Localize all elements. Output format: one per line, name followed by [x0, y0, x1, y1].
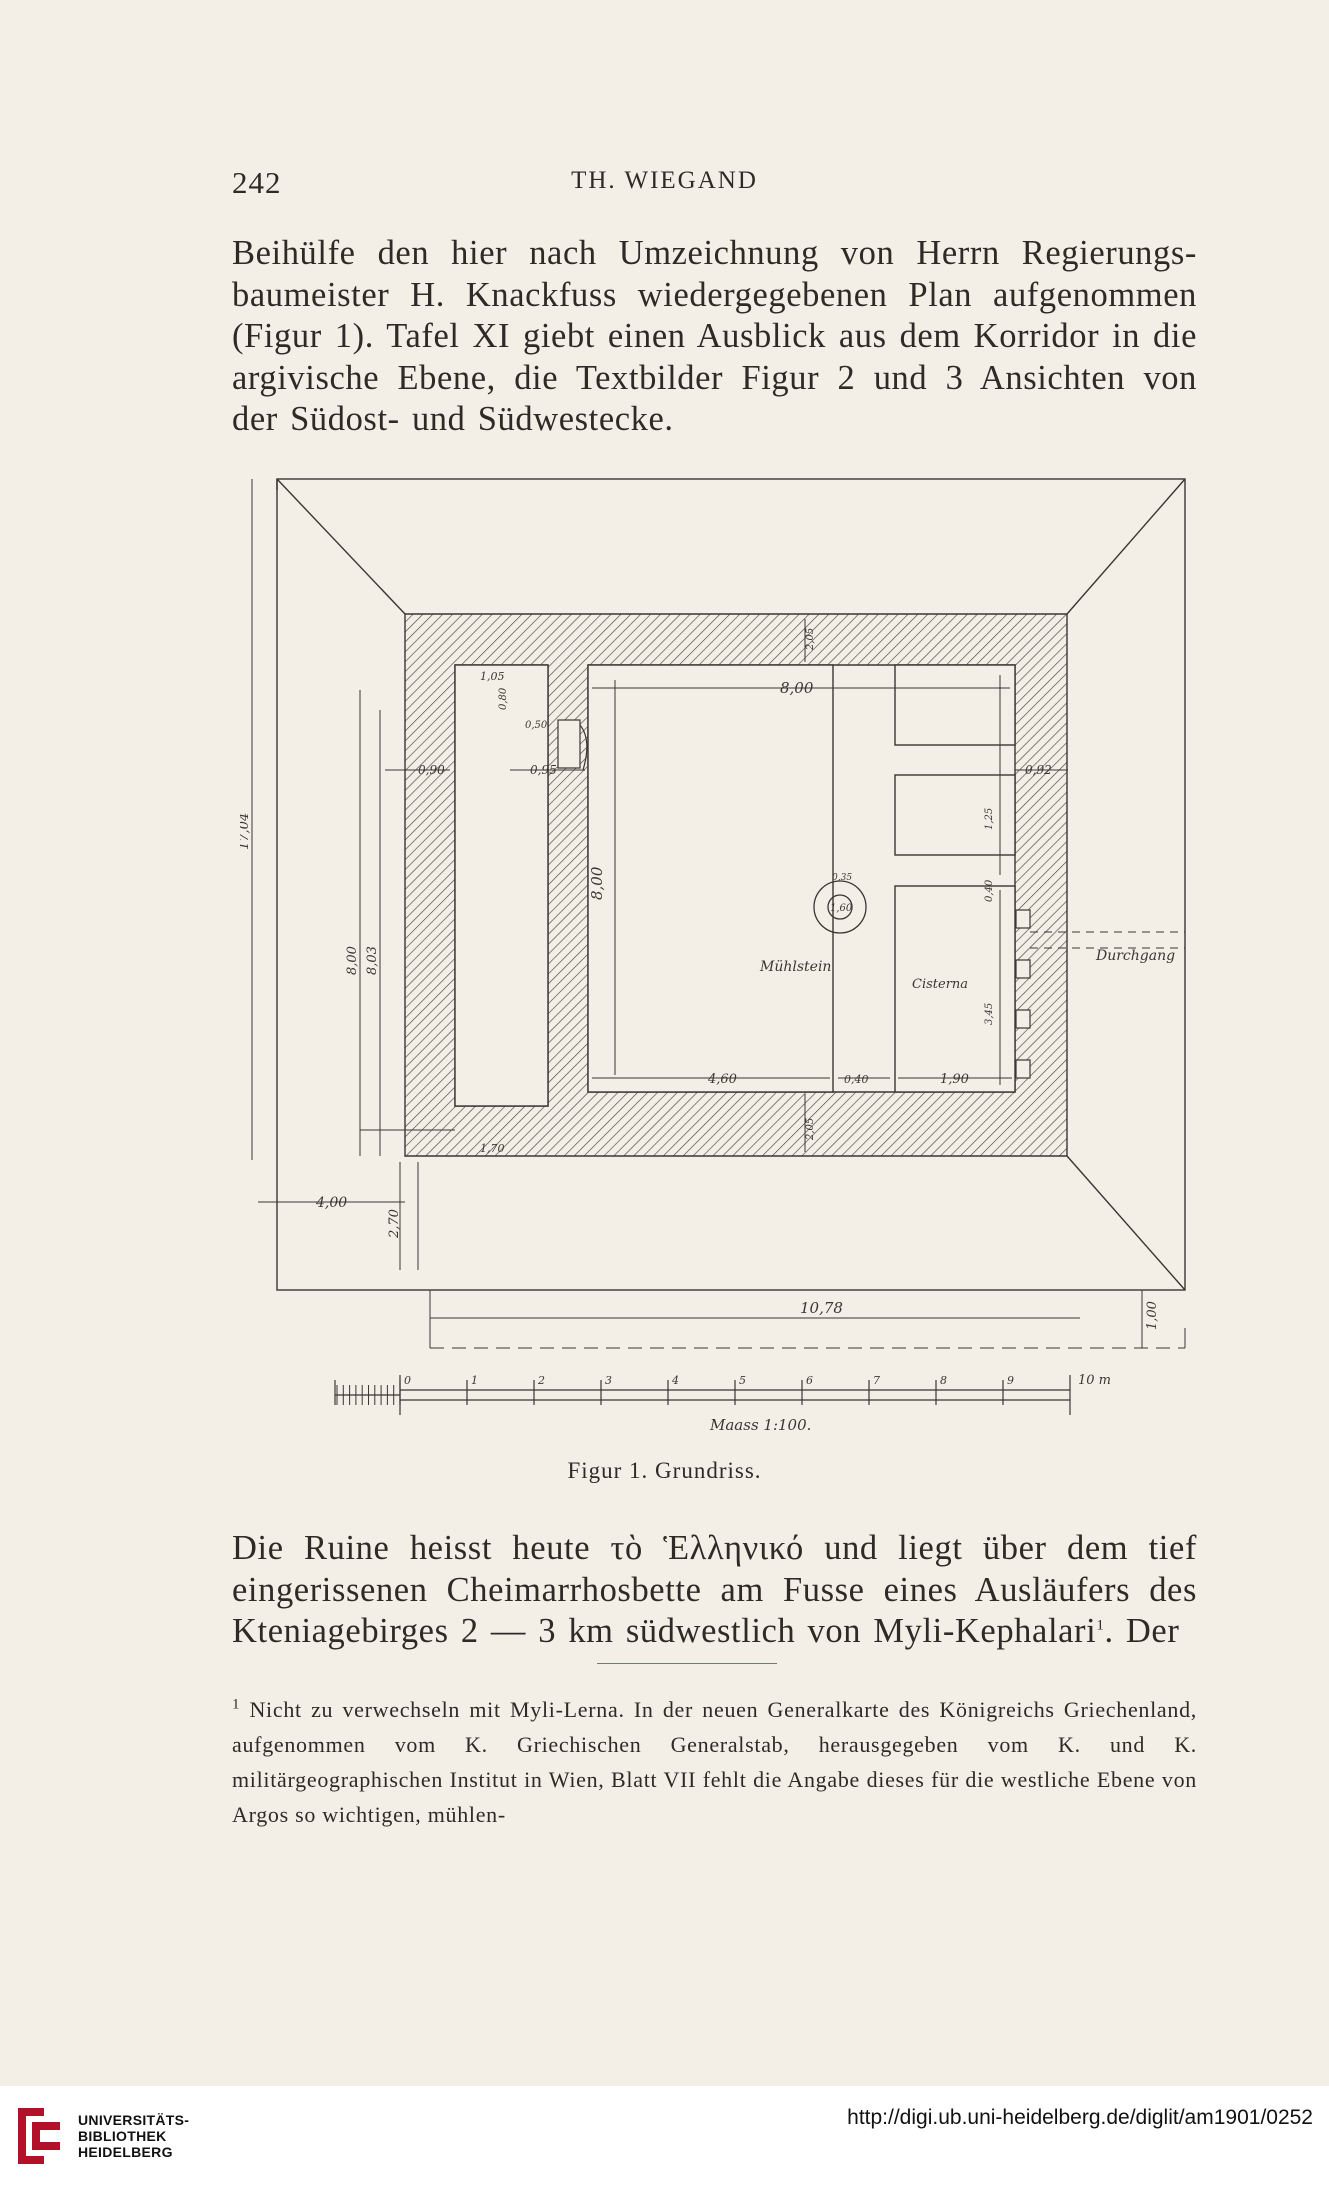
- dim-label: 1,25: [984, 808, 995, 830]
- main-room: [587, 664, 834, 1093]
- millstone-inner: [827, 894, 853, 920]
- scale-tick-label: 7: [873, 1374, 880, 1387]
- scale-tick-label: 8: [940, 1374, 947, 1387]
- source-url-link[interactable]: http://digi.ub.uni-heidelberg.de/diglit/…: [847, 2106, 1313, 2129]
- scale-tick-label: 1: [471, 1374, 478, 1387]
- dim-label: 8,03: [365, 946, 380, 975]
- dim-label: 1,90: [940, 1072, 969, 1087]
- diagonal-nw: [276, 478, 406, 615]
- scale-tick-label: 6: [806, 1374, 813, 1387]
- scale-tick-label: 0: [404, 1374, 411, 1387]
- dim-label: 0,40: [844, 1073, 869, 1086]
- library-logo-icon: [18, 2108, 60, 2164]
- dim-label: 2,05: [805, 1118, 816, 1141]
- dim-label: 1,05: [480, 670, 505, 683]
- running-title: TH. WIEGAND: [571, 167, 758, 194]
- paragraph: Die Ruine heisst heute τὸ Ἑλληνικό und l…: [232, 1528, 1197, 1653]
- scale-tick-label: 2: [537, 1374, 545, 1387]
- footnote-divider: [597, 1663, 777, 1664]
- page-header: 242 TH. WIEGAND: [0, 165, 1329, 205]
- figure-caption: Figur 1. Grundriss.: [567, 1458, 762, 1483]
- dim-label: 4,60: [707, 1072, 737, 1087]
- scale-tick-label: 4: [671, 1374, 679, 1387]
- dim-label: 1,70: [480, 1142, 505, 1155]
- diagonal-ne: [1066, 478, 1186, 615]
- dim-label: 0,40: [984, 879, 995, 902]
- footnote: 1 Nicht zu verwechseln mit Myli-Lerna. I…: [232, 1692, 1197, 1832]
- cistern-room: [894, 885, 1016, 1093]
- label-cisterna: Cisterna: [912, 977, 968, 992]
- footnote-marker: 1: [232, 1696, 241, 1713]
- label-muehlstein: Mühlstein: [759, 959, 831, 975]
- scale-bar: [334, 1375, 1071, 1415]
- dim-label: 0,50: [525, 720, 548, 731]
- paragraph-text: Die Ruine heisst heute τὸ Ἑλληνικό und l…: [232, 1529, 1197, 1650]
- scale-tick-label: 3: [605, 1374, 612, 1387]
- dim-label: 10,78: [800, 1299, 843, 1317]
- dim-label: 2,70: [387, 1209, 402, 1239]
- paragraph: Beihülfe den hier nach Umzeichnung von H…: [232, 234, 1197, 438]
- scale-ticks: 0 1 2 3 4 5 6 7 8 9: [336, 1374, 1014, 1405]
- dim-label: 8,00: [780, 679, 814, 697]
- dim-label: 4,00: [315, 1195, 347, 1211]
- millstone-outer: [813, 880, 867, 934]
- scale-unit: 10 m: [1078, 1373, 1111, 1388]
- digitization-footer: [0, 2086, 1329, 2186]
- dim-label: 1,60: [830, 903, 853, 914]
- footnote-reference[interactable]: 1: [1096, 1617, 1105, 1634]
- compartment-1: [894, 664, 1016, 746]
- dim-label: 2,05: [805, 628, 816, 651]
- corridor: [454, 664, 549, 1107]
- scale-tick-label: 5: [739, 1374, 746, 1387]
- scale-tick-label: 9: [1007, 1374, 1014, 1387]
- dim-label: 0,95: [530, 763, 557, 777]
- footnote-text: Nicht zu verwechseln mit Myli-Lerna. In …: [232, 1697, 1198, 1827]
- label-durchgang: Durchgang: [1095, 948, 1175, 964]
- paragraph-text-tail: . Der: [1104, 1612, 1180, 1650]
- dim-label: 0,92: [1025, 763, 1052, 777]
- dim-label: 8,00: [588, 866, 606, 900]
- dim-label: 8,00: [345, 946, 360, 975]
- inner-pier: [557, 719, 581, 769]
- diagonal-se: [1066, 1155, 1186, 1291]
- dim-label: 1,00: [1145, 1301, 1160, 1330]
- dim-label: 3,45: [984, 1003, 995, 1025]
- compartment-2: [894, 774, 1016, 856]
- scale-text: Maass 1:100.: [709, 1416, 811, 1434]
- page-number: 242: [232, 165, 282, 200]
- dim-label: 0,90: [418, 763, 445, 777]
- dim-label: 17,04: [240, 813, 252, 850]
- library-name: UNIVERSITÄTS- BIBLIOTHEK HEIDELBERG: [78, 2112, 190, 2160]
- dim-label: 0,35: [832, 873, 852, 883]
- dim-label: 0,80: [498, 687, 509, 710]
- floor-plan-figure: 8,00 8,00 8,00 8,03 17,04 10,78 4,00 2,7…: [240, 478, 1186, 1434]
